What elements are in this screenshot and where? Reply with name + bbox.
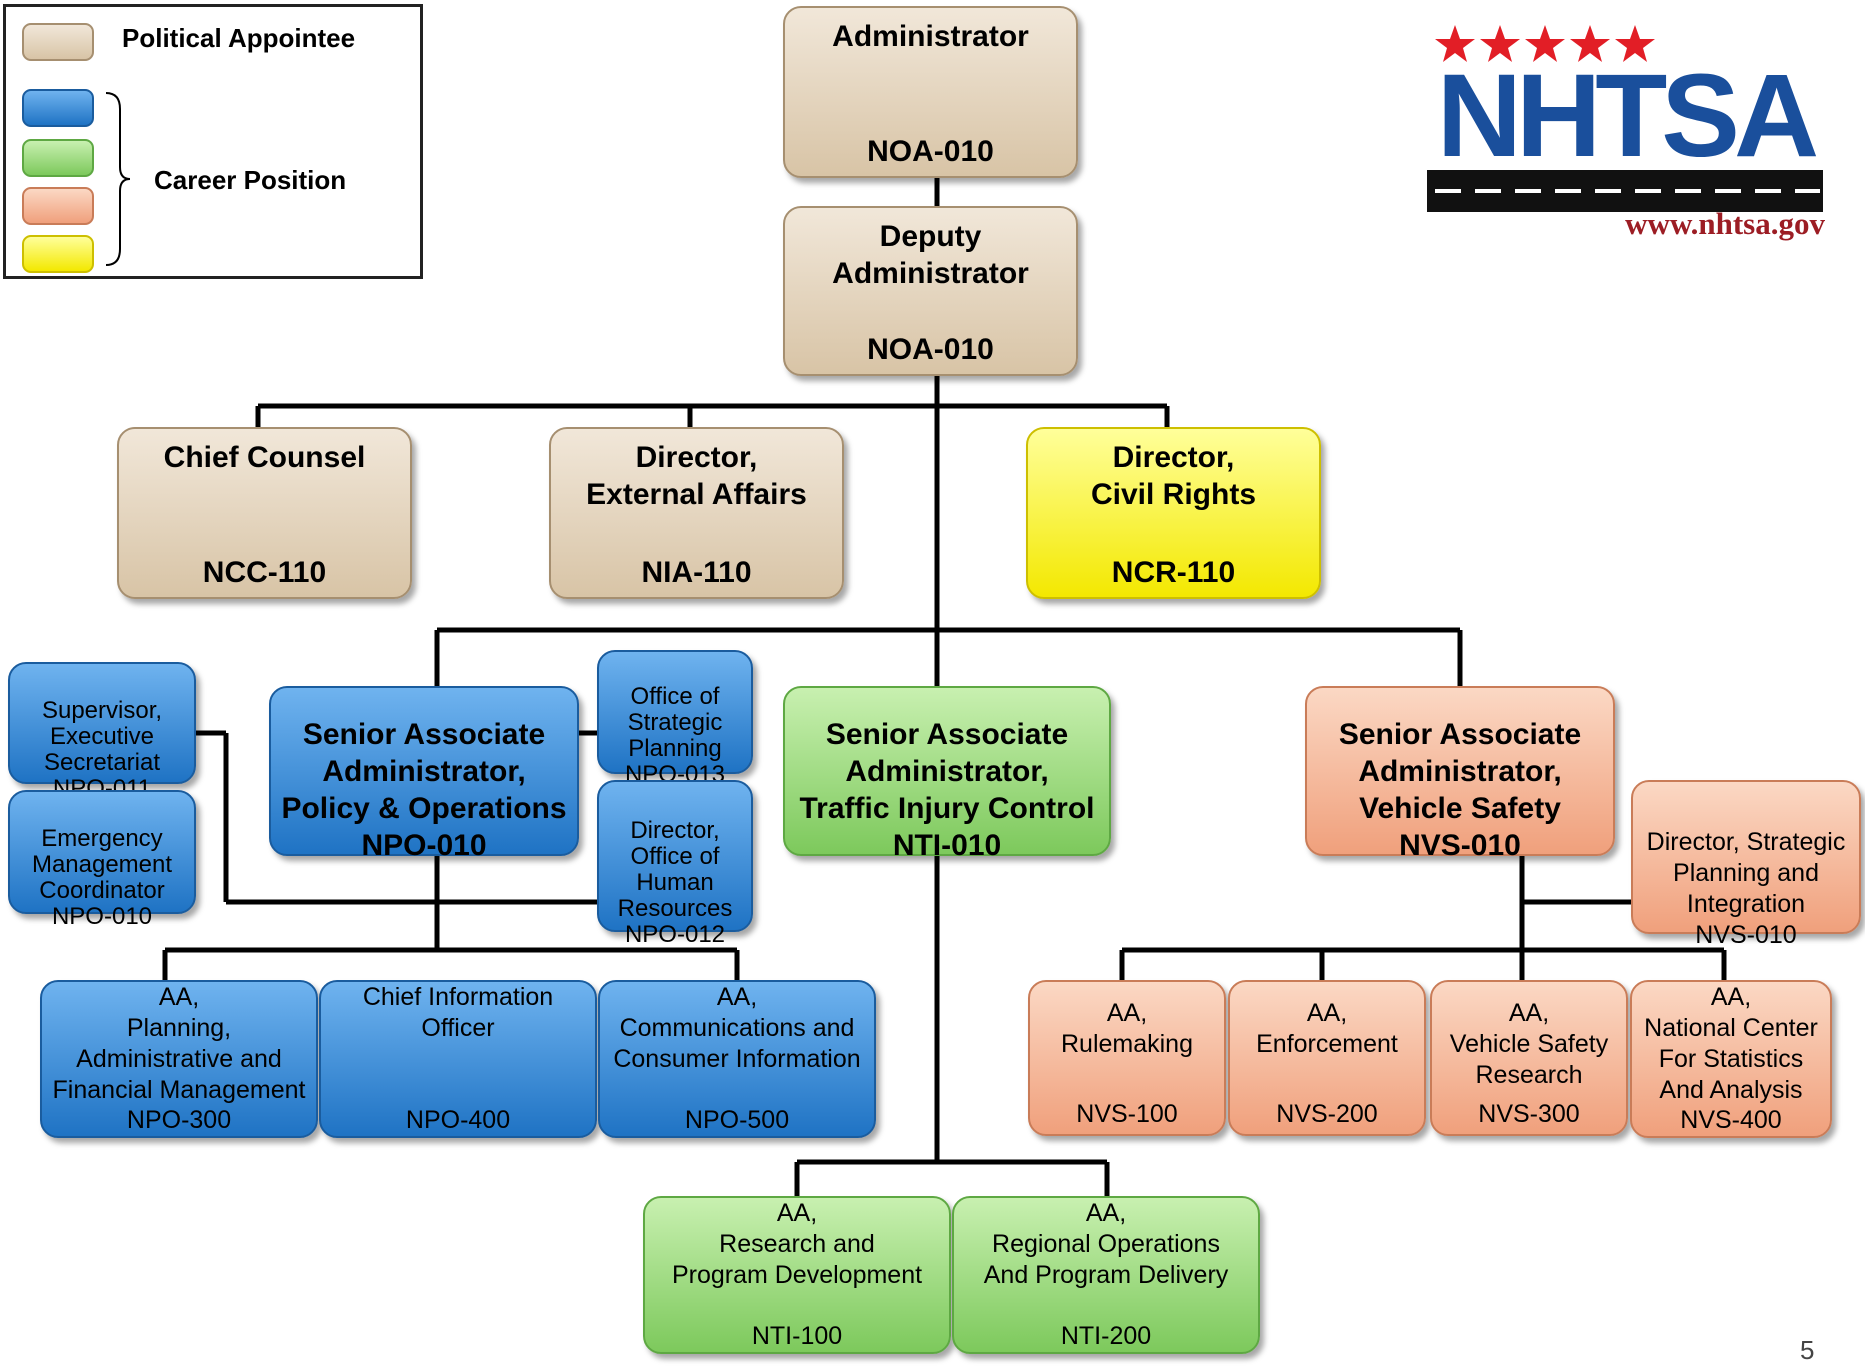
page-number: 5 [1800,1335,1815,1365]
civil-rights-box: Director, Civil Rights NCR-110 [1026,427,1321,599]
cio-box: Chief Information Officer NPO-400 [319,980,597,1138]
aa-enforcement-box: AA, Enforcement NVS-200 [1228,980,1426,1136]
box-code: NTI-200 [1060,1322,1152,1350]
deputy-administrator-box: Deputy Administrator NOA-010 [783,206,1078,376]
box-code: NIA-110 [641,556,752,589]
box-title: AA, Vehicle Safety Research [1449,999,1609,1089]
box-title: Director, Office of Human Resources NPO-… [617,817,733,948]
legend-political-label: Political Appointee [122,23,356,53]
box-title: Deputy Administrator [832,220,1029,290]
logo-wordmark: NHTSA [1436,50,1819,182]
box-code: NCC-110 [202,556,327,589]
box-code: NPO-500 [684,1106,790,1134]
director-strategic-planning-nvs-box: Director, Strategic Planning and Integra… [1631,780,1861,949]
aa-communications-box: AA, Communications and Consumer Informat… [598,980,876,1138]
box-title: Office of Strategic Planning NPO-013 [624,683,726,788]
career-salmon-swatch [22,187,94,225]
aa-research-program-dev-box: AA, Research and Program Development NTI… [643,1196,951,1354]
emergency-management-box: Emergency Management Coordinator NPO-010 [8,790,196,930]
box-title: AA, Communications and Consumer Informat… [613,983,861,1073]
box-title: Chief Information Officer [362,983,554,1042]
box-code: NOA-010 [867,135,994,168]
administrator-box: Administrator NOA-010 [783,6,1078,178]
sr-traffic-injury-box: Senior Associate Administrator, Traffic … [783,686,1111,862]
career-blue-swatch [22,89,94,127]
box-code: NVS-400 [1680,1106,1782,1134]
nhtsa-logo: NHTSA www.nhtsa.gov [1425,20,1825,250]
box-code: NPO-300 [126,1106,232,1134]
box-title: Administrator [832,20,1029,53]
career-green-swatch [22,139,94,177]
aa-rulemaking-box: AA, Rulemaking NVS-100 [1028,980,1226,1136]
chief-counsel-box: Chief Counsel NCC-110 [117,427,412,599]
box-title: Emergency Management Coordinator NPO-010 [31,825,173,930]
box-title: AA, Research and Program Development [671,1199,923,1289]
legend-career-label: Career Position [154,165,347,195]
human-resources-box: Director, Office of Human Resources NPO-… [597,780,753,948]
box-title: Senior Associate Administrator, Vehicle … [1338,718,1582,862]
box-code: NVS-100 [1076,1100,1178,1128]
aa-regional-operations-box: AA, Regional Operations And Program Deli… [952,1196,1260,1354]
career-yellow-swatch [22,235,94,273]
sr-vehicle-safety-box: Senior Associate Administrator, Vehicle … [1305,686,1615,862]
strategic-planning-box: Office of Strategic Planning NPO-013 [597,650,753,788]
legend: Political Appointee Career Position [3,4,423,279]
box-title: AA, National Center For Statistics And A… [1644,983,1818,1104]
supervisor-exec-secretariat-box: Supervisor, Executive Secretariat NPO-01… [8,662,196,802]
box-title: Senior Associate Administrator, Policy &… [281,718,567,862]
box-title: Supervisor, Executive Secretariat NPO-01… [41,697,163,802]
box-code: NTI-100 [751,1322,843,1350]
logo-url: www.nhtsa.gov [1625,206,1825,241]
box-code: NOA-010 [867,333,994,366]
box-title: Chief Counsel [163,441,366,474]
box-title: AA, Enforcement [1256,999,1398,1058]
box-code: NVS-200 [1276,1100,1378,1128]
box-title: Director, Strategic Planning and Integra… [1646,828,1846,949]
box-title: AA, Regional Operations And Program Deli… [983,1199,1229,1289]
box-title: AA, Rulemaking [1060,999,1193,1058]
aa-vehicle-safety-research-box: AA, Vehicle Safety Research NVS-300 [1430,980,1628,1136]
legend-brace [105,92,131,266]
box-code: NPO-400 [405,1106,511,1134]
box-code: NCR-110 [1111,556,1236,589]
aa-planning-admin-box: AA, Planning, Administrative and Financi… [40,980,318,1138]
box-title: Senior Associate Administrator, Traffic … [799,718,1095,862]
box-title: AA, Planning, Administrative and Financi… [52,983,306,1104]
external-affairs-box: Director, External Affairs NIA-110 [549,427,844,599]
nhtsa-logo-graphic [1427,25,1823,212]
box-title: Director, Civil Rights [1090,441,1256,511]
box-code: NVS-300 [1478,1100,1580,1128]
box-title: Director, External Affairs [586,441,807,511]
aa-ncsa-box: AA, National Center For Statistics And A… [1630,980,1832,1138]
logo-stars [1435,25,1655,62]
political-swatch [22,23,94,61]
sr-policy-operations-box: Senior Associate Administrator, Policy &… [269,686,579,862]
